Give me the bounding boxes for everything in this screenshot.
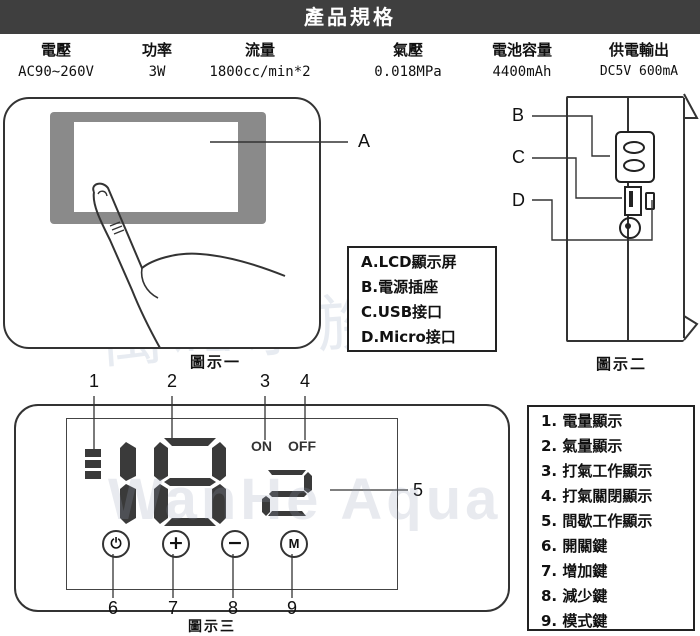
airflow-digit-display [120, 438, 226, 526]
page-title: 產品規格 [0, 0, 700, 34]
callout-label-d: D [512, 190, 525, 210]
callout-a-line [210, 141, 348, 143]
legend-item: B.電源插座 [361, 278, 439, 296]
mode-icon: M [288, 536, 300, 551]
mode-button[interactable]: M [280, 530, 308, 558]
legend-item: 9. 模式鍵 [541, 612, 608, 630]
power-socket-pin [623, 159, 645, 172]
figure1-caption: 圖示一 [188, 351, 244, 372]
decrease-button[interactable]: − [221, 530, 249, 558]
power-icon: ⏻ [110, 536, 122, 552]
pump-off-indicator: OFF [288, 438, 316, 454]
spec-battery: 電池容量 4400mAh [470, 40, 574, 84]
callout-number: 1 [88, 371, 99, 391]
spec-label: 流量 [244, 41, 275, 59]
power-socket-pin [623, 141, 645, 154]
lcd-screen [74, 122, 238, 212]
spec-voltage: 電壓 AC90~260V [0, 40, 112, 84]
spec-label: 供電輸出 [608, 41, 669, 59]
callout-number: 5 [412, 480, 423, 500]
callout-number: 7 [167, 598, 178, 618]
spec-label: 電池容量 [491, 41, 552, 59]
increase-button[interactable]: + [162, 530, 190, 558]
callout-number: 2 [166, 371, 177, 391]
callout-number: 6 [107, 598, 118, 618]
legend-item: A.LCD顯示屏 [361, 253, 457, 271]
spec-label: 電壓 [40, 41, 71, 59]
spec-value: 0.018MPa [374, 64, 442, 80]
interval-digit-display [262, 470, 312, 516]
figure3-caption: 圖示三 [186, 616, 238, 636]
spec-label: 功率 [141, 41, 172, 59]
legend-item: C.USB接口 [361, 303, 443, 321]
pump-on-indicator: ON [251, 438, 272, 454]
spec-value: 1800cc/min*2 [209, 64, 311, 80]
legend-item: 6. 開關鍵 [541, 537, 608, 555]
spec-flow: 流量 1800cc/min*2 [185, 40, 335, 84]
legend-item: 3. 打氣工作顯示 [541, 462, 653, 480]
round-port-center [625, 223, 631, 229]
spec-pressure: 氣壓 0.018MPa [358, 40, 458, 84]
round-port [619, 217, 641, 239]
spec-value: 4400mAh [492, 64, 552, 80]
function-legend: 1. 電量顯示 2. 氣量顯示 3. 打氣工作顯示 4. 打氣關閉顯示 5. 間… [527, 405, 695, 631]
callout-number: 3 [259, 371, 270, 391]
parts-legend: A.LCD顯示屏 B.電源插座 C.USB接口 D.Micro接口 [347, 246, 497, 352]
callout-number: 4 [299, 371, 310, 391]
callout-label-c: C [512, 147, 525, 167]
finger-icon [92, 182, 286, 349]
legend-item: 2. 氣量顯示 [541, 437, 623, 455]
power-button[interactable]: ⏻ [102, 530, 130, 558]
spec-label: 氣壓 [392, 41, 423, 59]
usb-port-inner [629, 191, 633, 207]
callout-number: 9 [286, 598, 297, 618]
battery-level-icon [85, 449, 101, 479]
spec-value: AC90~260V [18, 64, 94, 80]
spec-table: 電壓 AC90~260V 功率 3W 流量 1800cc/min*2 氣壓 0.… [0, 40, 700, 92]
legend-item: 1. 電量顯示 [541, 412, 623, 430]
minus-icon: − [227, 532, 243, 554]
micro-usb-port [645, 192, 655, 210]
power-socket [615, 131, 655, 183]
callout-label-b: B [512, 105, 525, 125]
legend-item: 7. 增加鍵 [541, 562, 608, 580]
spec-value: 3W [148, 64, 166, 80]
callout-label-a: A [358, 131, 371, 151]
legend-item: D.Micro接口 [361, 328, 456, 346]
legend-item: 4. 打氣關閉顯示 [541, 487, 653, 505]
spec-power: 功率 3W [122, 40, 192, 84]
legend-item: 5. 間歇工作顯示 [541, 512, 653, 530]
usb-port [624, 186, 642, 216]
spec-output: 供電輸出 DC5V 600mA [580, 40, 698, 84]
figure3-leader-lines [93, 396, 408, 598]
figure2-caption: 圖示二 [594, 353, 650, 374]
spec-value: DC5V 600mA [599, 64, 679, 79]
legend-item: 8. 減少鍵 [541, 587, 608, 605]
plus-icon: + [168, 532, 184, 554]
callout-number: 8 [227, 598, 238, 618]
figure2-leader-lines [532, 115, 653, 241]
